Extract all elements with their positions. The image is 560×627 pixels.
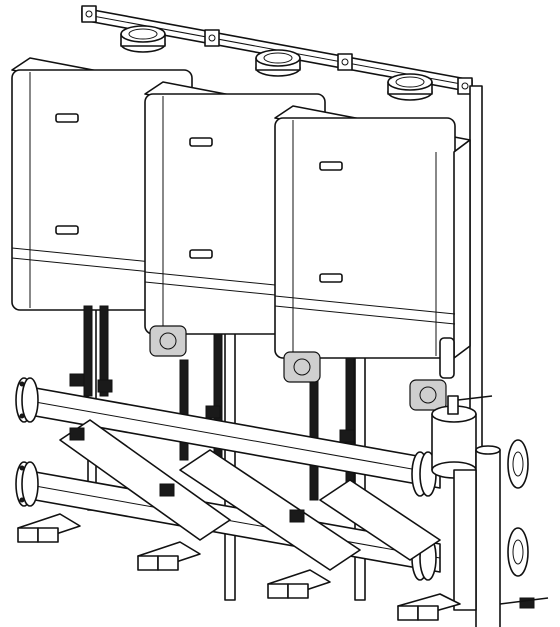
hydraulic-separator: [431, 395, 549, 627]
cross-supports: [59, 419, 441, 571]
circulation-pumps: [149, 325, 455, 411]
frame-feet: [17, 513, 461, 621]
boiler-unit-3: [274, 73, 471, 359]
ball-valves: [69, 373, 535, 609]
